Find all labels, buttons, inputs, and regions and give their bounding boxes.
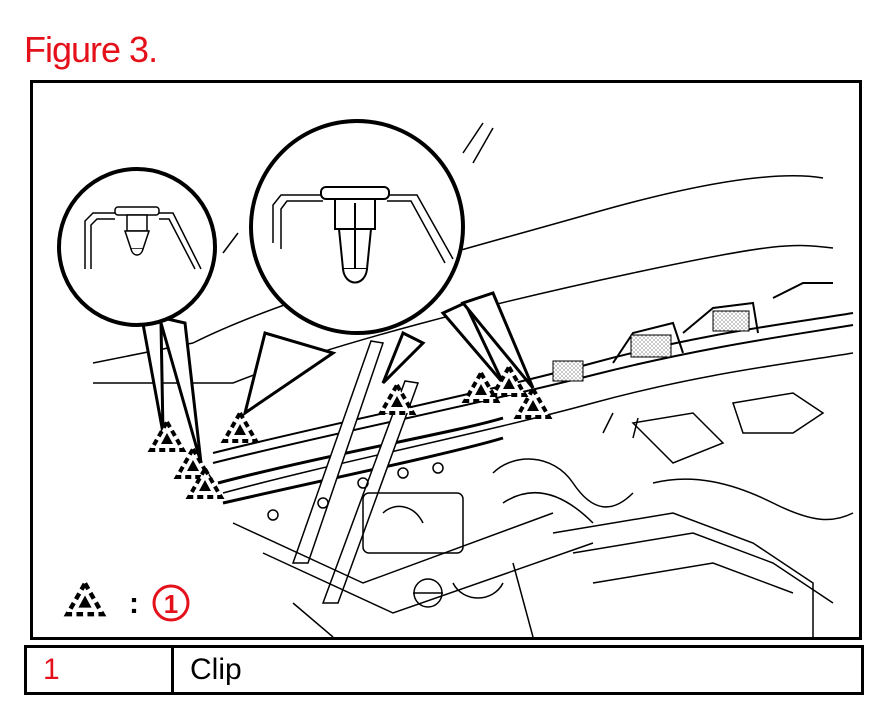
key-legend: : 1 [63,578,190,622]
figure-title: Figure 3. [24,29,158,70]
right-callout [242,119,535,417]
legend-table: 1 Clip [24,645,864,695]
clip-marker-icon [149,420,185,452]
clip-marker-icon [222,411,258,443]
cowl-vent-hatching [552,310,750,382]
legend-row: 1 Clip [24,645,864,695]
legend-number: 1 [24,645,174,695]
illustration-frame: : 1 [30,80,862,640]
dashed-triangle-clip-marker-icon [63,578,107,617]
clip-detail-small [114,206,160,256]
left-callout [57,167,217,464]
key-number-circle [152,584,190,622]
clip-detail-large [320,186,390,284]
engine-components [232,392,854,637]
legend-description: Clip [171,645,864,695]
seal-strip [217,416,504,505]
engine-bay-illustration: : 1 [57,119,854,637]
key-number: 1 [164,589,178,619]
prop-rod [291,340,420,604]
key-separator: : [129,587,139,620]
